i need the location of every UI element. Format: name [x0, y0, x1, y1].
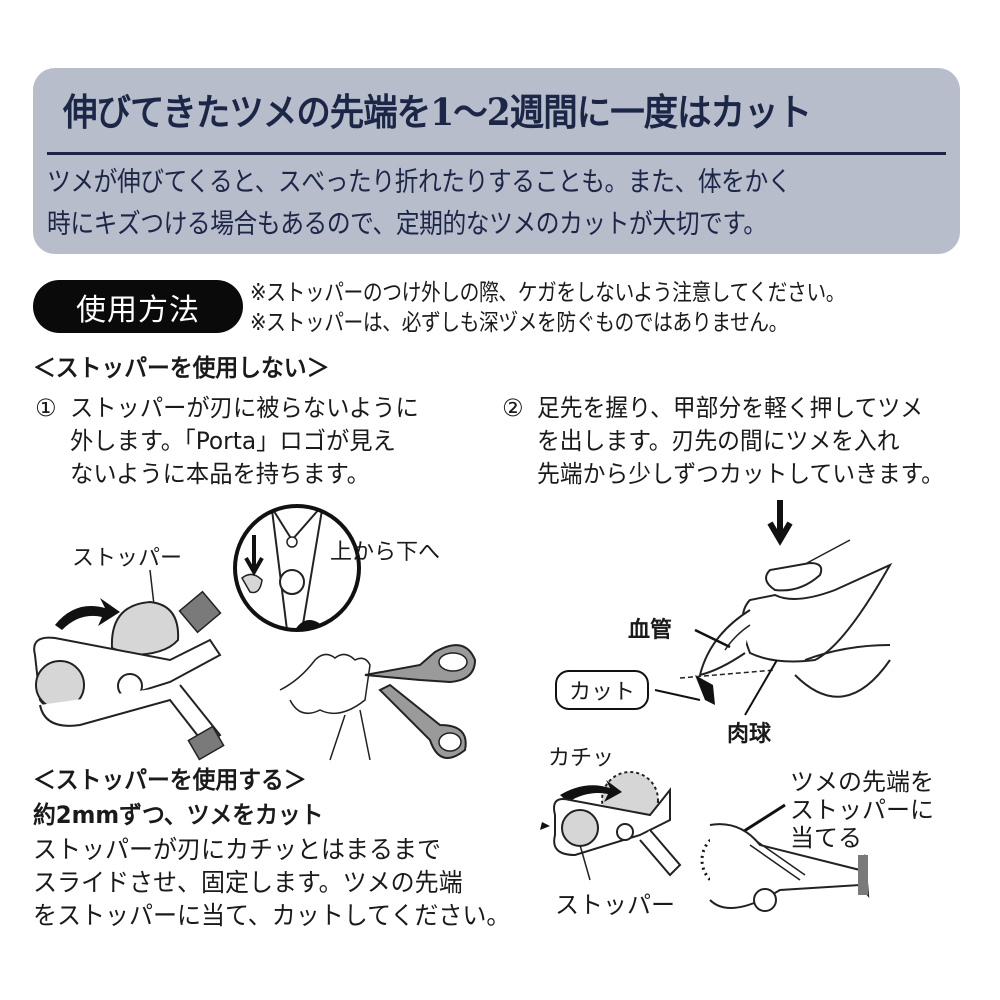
- section-heading-with-stopper: ＜ストッパーを使用する＞: [33, 766, 307, 794]
- label-nail-tip-line: 当てる: [790, 824, 862, 852]
- step-number: ②: [502, 394, 524, 422]
- label-click: カチッ: [548, 746, 615, 771]
- step-2-line: 先端から少しずつカットしていきます。: [537, 460, 944, 488]
- clipper-locked-illustration: [540, 771, 682, 881]
- step-2-line: 足先を握り、甲部分を軽く押してツメ: [537, 394, 924, 422]
- header-divider: [47, 152, 946, 155]
- header-title: 伸びてきたツメの先端を1〜2週間に一度はカット: [63, 90, 812, 134]
- nail-tip-stopper-illustration: [700, 803, 870, 912]
- label-paw-pad: 肉球: [727, 722, 772, 747]
- label-stopper-2: ストッパー: [555, 891, 675, 919]
- label-top-to-bottom: 上から下へ: [330, 540, 441, 565]
- label-nail-tip-line: ストッパーに: [790, 796, 934, 824]
- usage-note: ※ストッパーは、必ずしも深ヅメを防ぐものではありません。: [250, 310, 789, 336]
- with-stopper-line: ストッパーが刃にカチッとはまるまで: [33, 835, 442, 864]
- paw-nail-illustration: [654, 500, 893, 716]
- with-stopper-line: スライドさせ、固定します。ツメの先端: [33, 868, 463, 897]
- label-nail-tip: ツメの先端を ストッパーに 当てる: [790, 768, 934, 852]
- label-nail-tip-line: ツメの先端を: [790, 768, 934, 796]
- usage-note: ※ストッパーのつけ外しの際、ケガをしないよう注意してください。: [250, 280, 846, 306]
- step-1-line: ないように本品を持ちます。: [70, 460, 370, 488]
- section-subheading: 約2mmずつ、ツメをカット: [33, 801, 324, 829]
- usage-badge: 使用方法: [33, 280, 243, 333]
- magnified-circle-illustration: [233, 504, 361, 632]
- section-heading-without-stopper: ＜ストッパーを使用しない＞: [33, 354, 330, 382]
- usage-notes: ※ストッパーのつけ外しの際、ケガをしないよう注意してください。 ※ストッパーは、…: [250, 278, 845, 338]
- header-body-line: ツメが伸びてくると、スべったり折れたりすることも。また、体をかく: [47, 167, 792, 198]
- header-body: ツメが伸びてくると、スべったり折れたりすることも。また、体をかく 時にキズつける…: [47, 162, 839, 246]
- step-2-line: を出します。刃先の間にツメを入れ: [537, 427, 900, 455]
- with-stopper-line: をストッパーに当て、カットしてください。: [33, 901, 511, 930]
- with-stopper-body: ストッパーが刃にカチッとはまるまで スライドさせ、固定します。ツメの先端 をスト…: [33, 833, 510, 932]
- clipper-stopper-illustration: [33, 569, 225, 761]
- header-panel: 伸びてきたツメの先端を1〜2週間に一度はカット ツメが伸びてくると、スべったり折…: [33, 68, 960, 254]
- label-blood-vessel: 血管: [628, 618, 673, 643]
- step-1-line: ストッパーが刃に被らないように: [70, 394, 419, 422]
- hand-scissors-illustration: [279, 644, 477, 761]
- label-stopper: ストッパー: [72, 546, 183, 571]
- step-number: ①: [35, 394, 57, 422]
- label-cut: カット: [555, 670, 650, 710]
- step-1-line: 外します。「Porta」ロゴが見え: [70, 427, 396, 455]
- header-body-line: 時にキズつける場合もあるので、定期的なツメのカットが大切です。: [47, 209, 767, 240]
